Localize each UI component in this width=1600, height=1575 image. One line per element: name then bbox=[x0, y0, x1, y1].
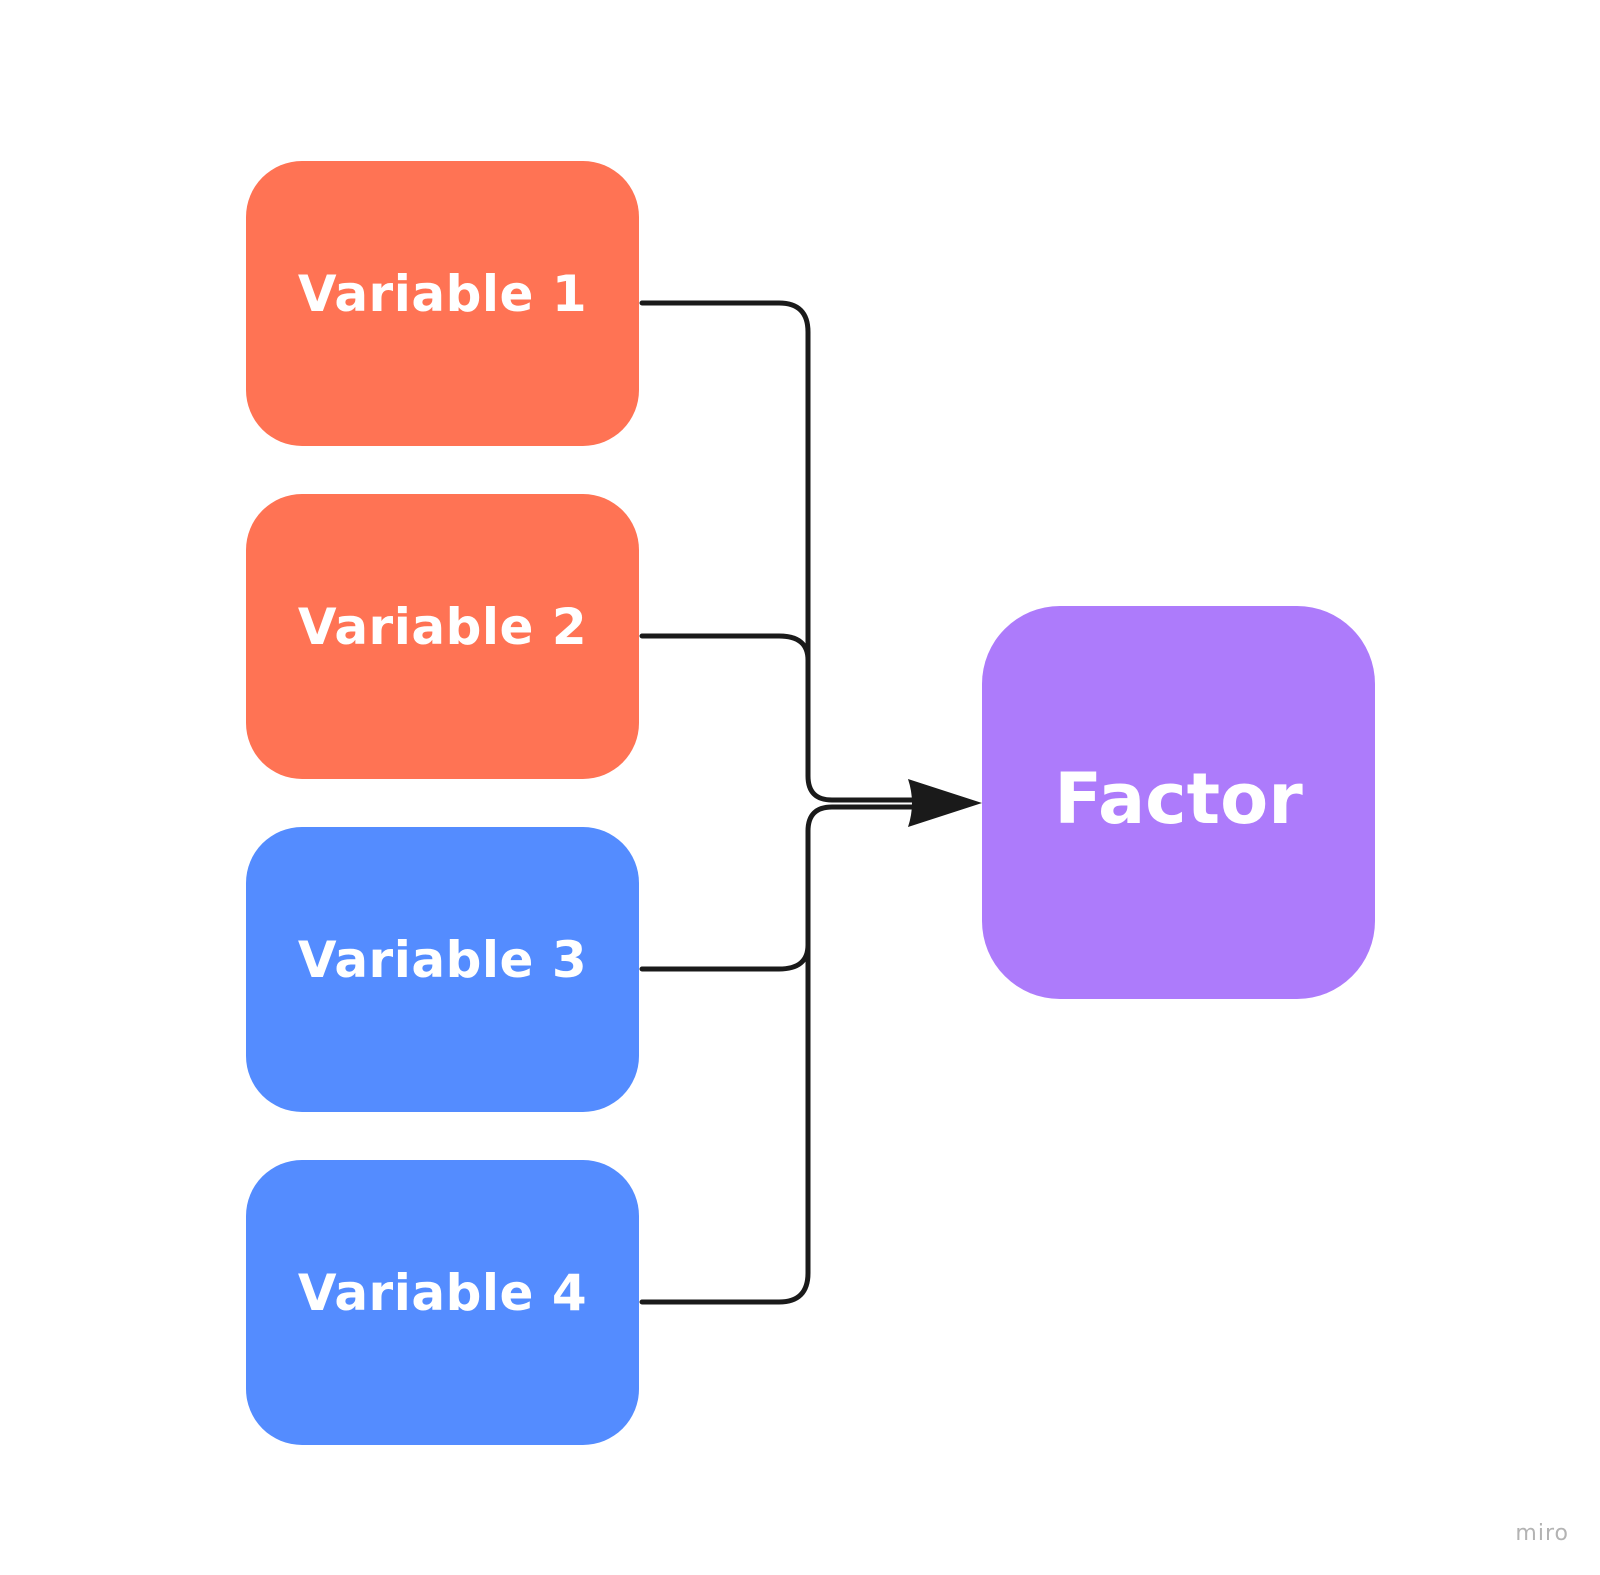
arrowhead bbox=[908, 779, 982, 827]
node-variable-1[interactable]: Variable 1 bbox=[246, 161, 639, 446]
node-variable-4-label: Variable 4 bbox=[297, 1264, 588, 1322]
node-factor-label: Factor bbox=[1054, 758, 1303, 840]
edge-variable-3-to-factor bbox=[639, 942, 811, 972]
miro-watermark: miro bbox=[1515, 1521, 1569, 1546]
edge-variable-1-to-factor bbox=[639, 300, 918, 803]
node-variable-3-label: Variable 3 bbox=[297, 931, 588, 989]
node-factor[interactable]: Factor bbox=[982, 606, 1375, 999]
node-variable-3[interactable]: Variable 3 bbox=[246, 827, 639, 1112]
node-variable-2[interactable]: Variable 2 bbox=[246, 494, 639, 779]
node-variable-1-label: Variable 1 bbox=[297, 265, 588, 323]
node-variable-2-label: Variable 2 bbox=[297, 598, 588, 656]
edge-variable-4-to-factor bbox=[639, 804, 918, 1305]
edge-variable-2-to-factor bbox=[639, 633, 811, 663]
node-variable-4[interactable]: Variable 4 bbox=[246, 1160, 639, 1445]
